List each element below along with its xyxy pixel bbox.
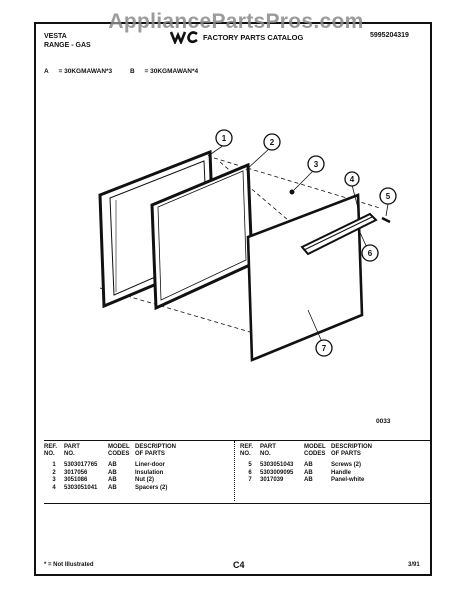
diagram-ref-code: 0033 [376,418,391,425]
catalog-title: FACTORY PARTS CATALOG [170,30,303,44]
table-row: 1 5303017765 AB Liner-door [52,462,165,468]
exploded-door-diagram: 1 2 3 4 5 6 7 [98,129,397,362]
callout-3-circle [307,155,325,173]
callout-5: 5 [386,192,391,201]
table-row: 5 5303051043 AB Screws (2) [248,462,362,468]
page-number: C4 [233,560,245,570]
wci-logo-icon [170,31,198,44]
part-panel [246,193,364,362]
callout-2: 2 [270,138,275,147]
callout-6-circle [361,244,379,262]
callout-1-circle [215,129,233,147]
callout-5-circle [379,187,397,205]
appliance-category: RANGE - GAS [44,42,91,49]
callout-4-circle [344,171,360,187]
model-a: A = 30KGMAWAN*3 [44,68,113,75]
table-divider [234,441,235,501]
callout-2-circle [263,133,281,151]
callout-6: 6 [368,249,373,258]
callout-7-circle [315,339,333,357]
header-brand-block: VESTA RANGE - GAS [44,32,91,50]
model-list: A = 30KGMAWAN*3 B = 30KGMAWAN*4 [44,68,214,75]
callout-3: 3 [314,160,319,169]
model-a-key: A [44,68,49,75]
catalog-label: FACTORY PARTS CATALOG [203,32,304,42]
table-row: 6 5303009095 AB Handle [248,469,352,476]
brand-name: VESTA [44,33,67,40]
watermark: AppliancePartsPros.com [108,10,364,33]
model-b: B = 30KGMAWAN*4 [129,68,199,75]
model-b-number: 30KGMAWAN*4 [150,68,199,75]
part-handle [300,212,378,256]
revision-date: 3/91 [408,562,420,568]
document-number: 5995204319 [370,32,409,39]
header-ref-no: REF.NO. [240,444,254,457]
part-nut [289,189,295,195]
callout-4: 4 [350,175,355,184]
table-row: 7 3017039 AB Panel-white [248,477,365,484]
part-screw [381,216,391,224]
part-insulation [150,162,254,311]
table-row: 4 5303051041 AB Spacers (2) [52,484,168,491]
table-row: 3 3051086 AB Nut (2) [52,477,154,484]
header-ref-no: REF.NO. [44,444,58,457]
footnote: * = Not Illustrated [44,562,94,568]
model-a-number: 30KGMAWAN*3 [64,68,113,75]
page-frame [34,22,432,576]
callout-7: 7 [322,344,327,353]
model-b-key: B [129,68,135,75]
table-row: 2 3017056 AB Insulation [52,469,164,476]
callout-1: 1 [222,134,227,143]
